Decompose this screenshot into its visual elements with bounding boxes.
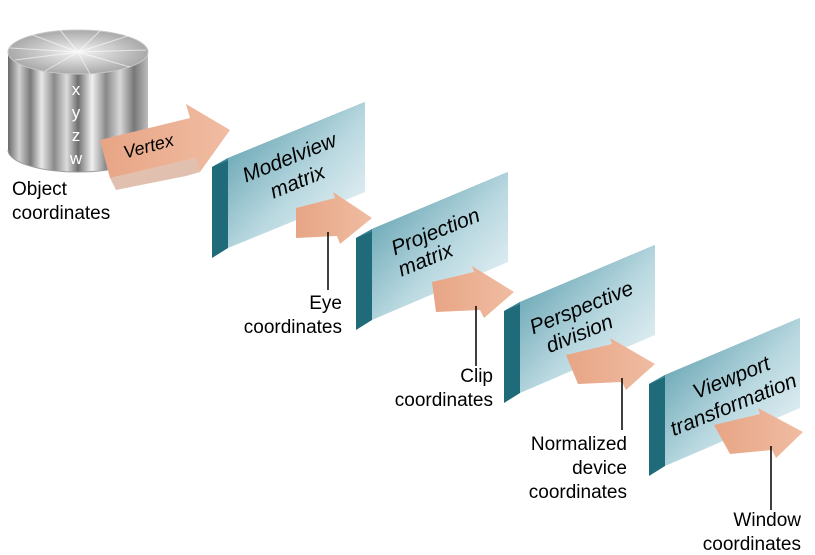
axis-label-x: x bbox=[72, 80, 81, 99]
window-coordinates-arrow bbox=[714, 408, 803, 458]
clip-coordinates-arrow bbox=[432, 266, 514, 318]
clip-coordinates-line1: Clip bbox=[460, 366, 493, 387]
object-coordinates-label-line2: coordinates bbox=[12, 203, 110, 224]
projection-matrix-block bbox=[356, 172, 508, 330]
window-coordinates-line2: coordinates bbox=[703, 534, 801, 555]
viewport-transformation-block bbox=[649, 318, 800, 476]
modelview-matrix-block bbox=[212, 102, 365, 258]
cylinder-top-rays bbox=[9, 29, 147, 75]
normalized-device-coordinates-line3: coordinates bbox=[529, 482, 627, 503]
normalized-device-coordinates-arrow bbox=[566, 338, 655, 390]
normalized-device-coordinates-line1: Normalized bbox=[531, 434, 627, 455]
vertex-arrow bbox=[100, 104, 230, 190]
perspective-division-block bbox=[504, 245, 655, 403]
axis-label-w: w bbox=[69, 149, 83, 168]
normalized-device-coordinates-line2: device bbox=[572, 458, 627, 479]
clip-coordinates-line2: coordinates bbox=[395, 390, 493, 411]
eye-coordinates-arrow bbox=[296, 192, 372, 244]
object-coordinates-label-line1: Object bbox=[12, 179, 68, 200]
axis-label-y: y bbox=[72, 103, 81, 122]
object-database-cylinder: x y z w bbox=[7, 29, 149, 173]
eye-coordinates-line2: coordinates bbox=[244, 317, 342, 338]
window-coordinates-line1: Window bbox=[733, 510, 801, 531]
axis-label-z: z bbox=[72, 126, 81, 145]
eye-coordinates-line1: Eye bbox=[309, 293, 342, 314]
